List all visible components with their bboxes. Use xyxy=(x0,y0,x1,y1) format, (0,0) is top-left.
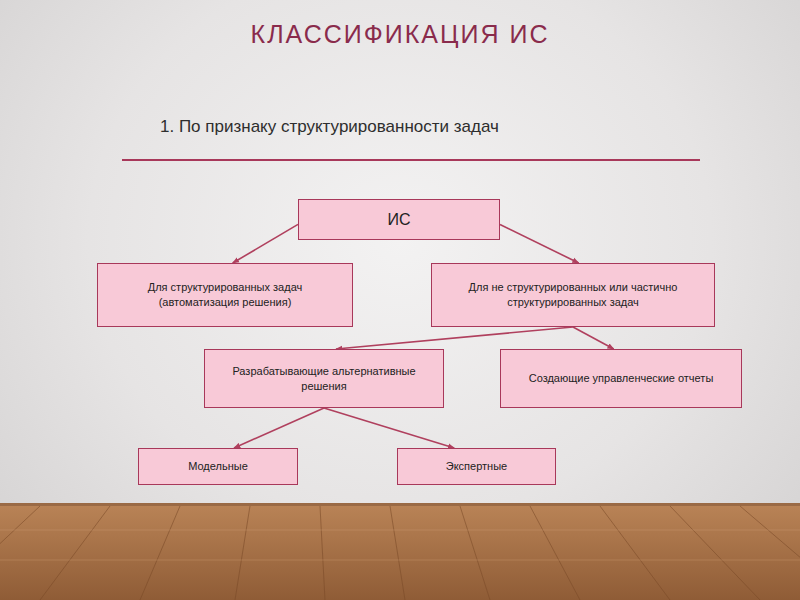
title-rule xyxy=(122,159,700,161)
box-text: Для структурированных задач (автоматизац… xyxy=(125,280,325,310)
category-box: Разрабатывающие альтернативные решения xyxy=(204,349,444,408)
arrow-connector xyxy=(500,224,579,263)
category-box: Для не структурированных или частично ст… xyxy=(431,263,715,327)
subtitle: 1. По признаку структурированности задач xyxy=(160,117,499,137)
arrow-connector xyxy=(573,327,614,349)
category-box: Экспертные xyxy=(397,448,556,485)
category-box: ИС xyxy=(298,199,500,240)
box-text: ИС xyxy=(387,209,410,231)
category-box: Модельные xyxy=(138,448,298,485)
arrow-connector xyxy=(336,327,573,349)
category-box: Для структурированных задач (автоматизац… xyxy=(97,263,353,327)
slide-title: КЛАССИФИКАЦИЯ ИС xyxy=(0,20,800,49)
box-text: Экспертные xyxy=(446,459,507,474)
category-box: Создающие управленческие отчеты xyxy=(500,349,742,408)
arrow-connector xyxy=(233,224,298,263)
box-text: Разрабатывающие альтернативные решения xyxy=(229,364,419,394)
box-text: Модельные xyxy=(188,459,248,474)
arrow-connector xyxy=(324,408,454,448)
box-text: Создающие управленческие отчеты xyxy=(529,371,714,386)
box-text: Для не структурированных или частично ст… xyxy=(453,280,693,310)
arrow-connector xyxy=(234,408,324,448)
